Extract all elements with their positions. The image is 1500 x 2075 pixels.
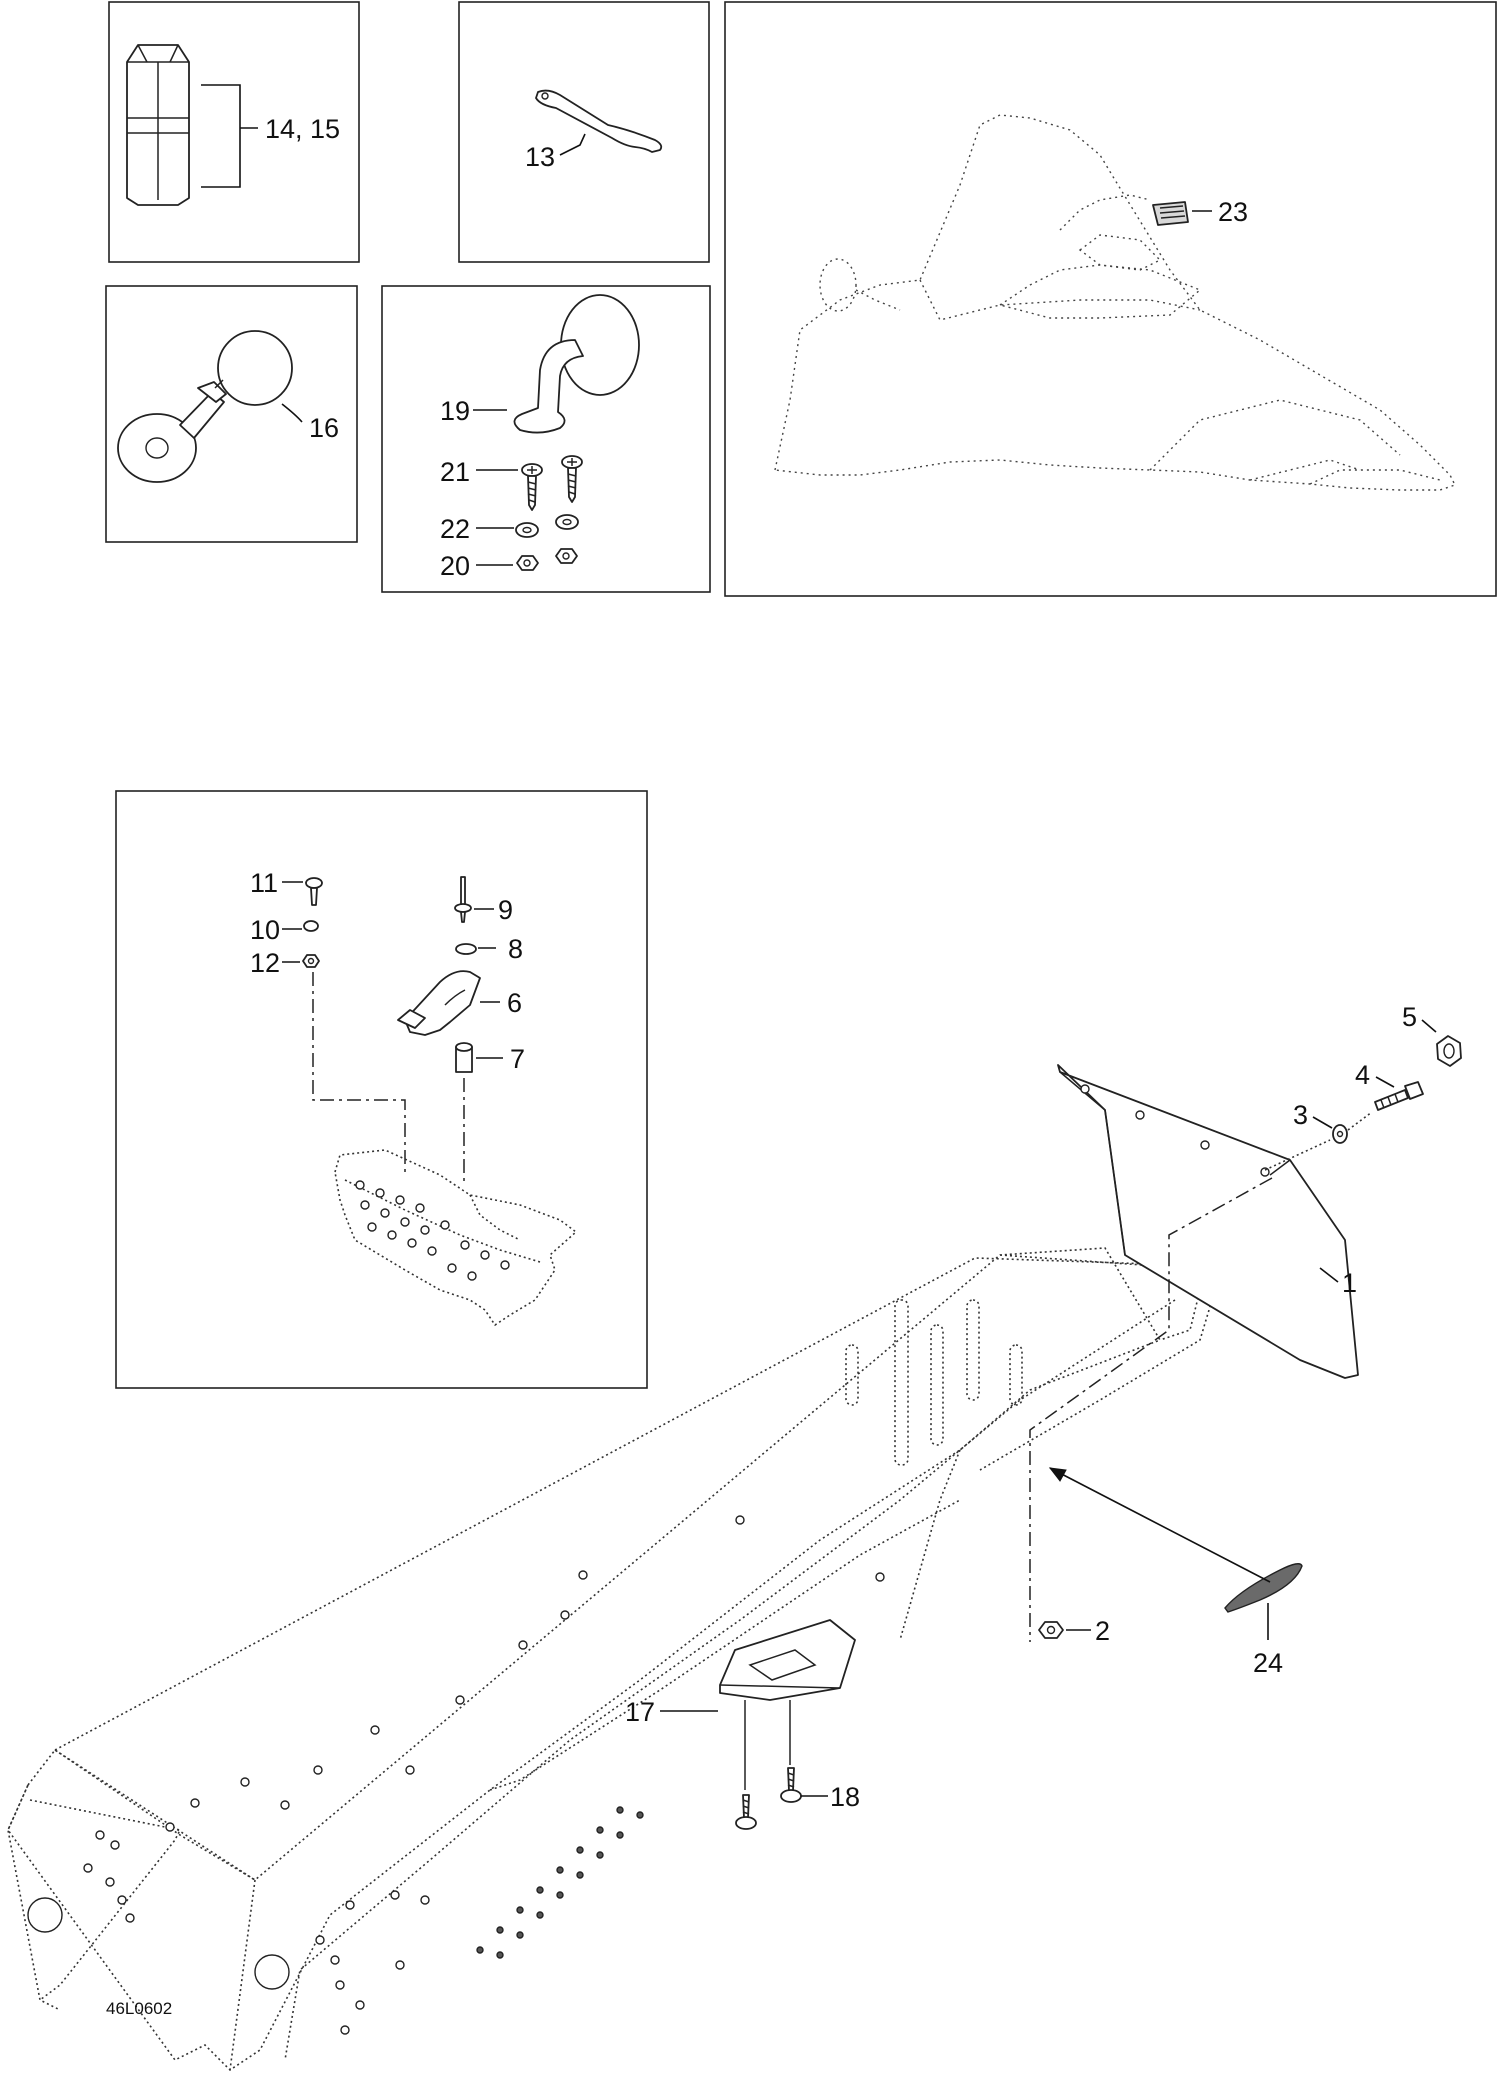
callout-8: 8 [508, 934, 523, 964]
callout-1: 1 [1342, 1268, 1357, 1298]
tunnel-holes [83, 1515, 885, 2035]
callout-16: 16 [309, 413, 339, 443]
spacer-7 [455, 1042, 473, 1073]
callout-2: 2 [1095, 1616, 1110, 1646]
callout-7: 7 [510, 1044, 525, 1074]
diagram-code: 46L0602 [106, 1999, 172, 2018]
rivet-9 [454, 876, 472, 923]
callout-3: 3 [1293, 1100, 1308, 1130]
callout-17: 17 [625, 1697, 655, 1727]
decal-part [1152, 201, 1189, 226]
callout-11: 11 [250, 868, 278, 898]
bracket-6 [397, 970, 481, 1036]
callout-6: 6 [507, 988, 522, 1018]
tunnel-assembly: 1 3 4 5 2 [7, 1002, 1462, 2072]
washers-part [515, 514, 579, 538]
callout-19: 19 [440, 396, 470, 426]
wrench-part [535, 89, 663, 153]
horn-part [117, 330, 293, 483]
hood-outline [774, 114, 1456, 491]
washer-8 [455, 943, 477, 955]
footrest-part [334, 1149, 578, 1327]
panel-hood: 23 [724, 1, 1497, 597]
callout-21: 21 [440, 457, 470, 487]
callout-13: 13 [525, 142, 555, 172]
callout-24: 24 [1253, 1648, 1283, 1678]
callout-4: 4 [1355, 1060, 1370, 1090]
running-board-perforations [476, 1806, 644, 1959]
callout-14-15: 14, 15 [265, 114, 340, 144]
snow-flap-part [1057, 1064, 1359, 1379]
panel-horn: 16 [105, 285, 358, 543]
callout-22: 22 [440, 514, 470, 544]
nuts-part [516, 548, 578, 571]
screw-11 [305, 877, 323, 906]
pad-17 [719, 1619, 856, 1701]
panel-wrench: 13 [458, 1, 710, 263]
nut-2 [1038, 1621, 1064, 1639]
nut-5 [1436, 1035, 1462, 1067]
callout-5: 5 [1402, 1002, 1417, 1032]
panel-footrest: 11 10 12 9 8 6 7 [115, 790, 648, 1389]
callout-23: 23 [1218, 197, 1248, 227]
reflector-part [126, 44, 190, 206]
nut-12 [302, 954, 320, 968]
panel-reflectors: 14, 15 [108, 1, 360, 263]
callout-12: 12 [250, 948, 280, 978]
screws-18 [735, 1767, 802, 1830]
screws-part [521, 455, 583, 511]
panel-mirror: 19 21 22 20 [381, 285, 711, 593]
reflector-24 [1224, 1563, 1303, 1613]
washer-10 [303, 920, 319, 932]
callout-20: 20 [440, 551, 470, 581]
callout-9: 9 [498, 895, 513, 925]
callout-18: 18 [830, 1782, 860, 1812]
callout-10: 10 [250, 915, 280, 945]
mirror-part [513, 294, 640, 434]
bolt-4 [1374, 1081, 1424, 1111]
washer-3 [1332, 1124, 1348, 1144]
